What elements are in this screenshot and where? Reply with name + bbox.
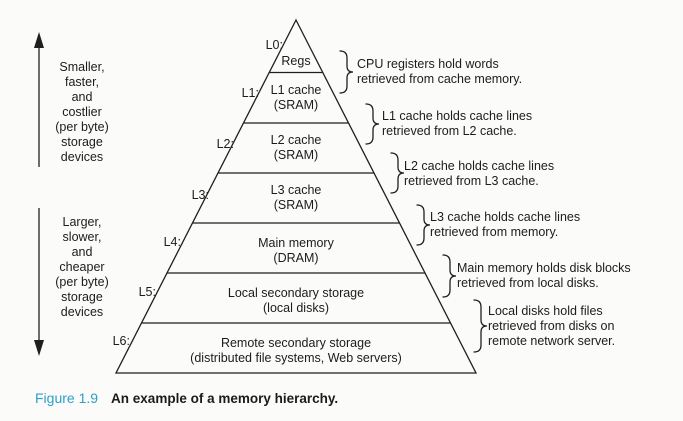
brace-icon-l0 bbox=[339, 50, 354, 94]
figure-caption-text: An example of a memory hierarchy. bbox=[111, 391, 339, 406]
down-arrow-icon bbox=[34, 208, 44, 356]
gradient-text-larger-slower: Larger, slower, and cheaper (per byte) s… bbox=[55, 215, 109, 319]
level-id-l5: L5: bbox=[138, 285, 156, 299]
band-label-regs: Regs bbox=[281, 54, 311, 68]
annotation-l1-cache: L1 cache holds cache lines retrieved fro… bbox=[382, 109, 533, 138]
brace-icon-l2 bbox=[390, 152, 405, 194]
level-id-l4: L4: bbox=[163, 235, 181, 249]
band-label-l2-cache: L2 cache (SRAM) bbox=[270, 133, 322, 162]
level-id-l6: L6: bbox=[112, 334, 130, 348]
band-label-l3-cache: L3 cache (SRAM) bbox=[270, 183, 322, 212]
brace-icon-l4 bbox=[442, 254, 457, 298]
annotation-local-disks: Local disks hold files retrieved from di… bbox=[488, 304, 616, 348]
annotation-l2-cache: L2 cache holds cache lines retrieved fro… bbox=[404, 159, 555, 188]
band-label-main-memory: Main memory (DRAM) bbox=[258, 236, 334, 265]
brace-icon-l1 bbox=[365, 103, 380, 145]
level-id-l3: L3: bbox=[191, 188, 209, 202]
level-id-l1: L1: bbox=[241, 86, 259, 100]
level-id-l2: L2: bbox=[216, 137, 234, 151]
figure-caption: Figure 1.9 An example of a memory hierar… bbox=[35, 390, 338, 406]
band-label-remote-storage: Remote secondary storage (distributed fi… bbox=[190, 336, 402, 365]
annotation-cpu-registers: CPU registers hold words retrieved from … bbox=[357, 57, 523, 86]
gradient-text-smaller-faster: Smaller, faster, and costlier (per byte)… bbox=[55, 60, 109, 164]
pyramid-outline bbox=[114, 18, 478, 374]
figure-caption-number: Figure 1.9 bbox=[35, 390, 99, 406]
up-arrow-icon bbox=[34, 32, 44, 167]
band-label-l1-cache: L1 cache (SRAM) bbox=[270, 83, 322, 112]
annotation-l3-cache: L3 cache holds cache lines retrieved fro… bbox=[430, 210, 581, 239]
brace-icon-l5 bbox=[473, 299, 488, 353]
brace-icon-l3 bbox=[416, 204, 431, 246]
level-id-l0: L0: bbox=[265, 38, 283, 52]
band-label-local-storage: Local secondary storage (local disks) bbox=[227, 286, 365, 315]
annotation-main-memory: Main memory holds disk blocks retrieved … bbox=[457, 261, 631, 290]
